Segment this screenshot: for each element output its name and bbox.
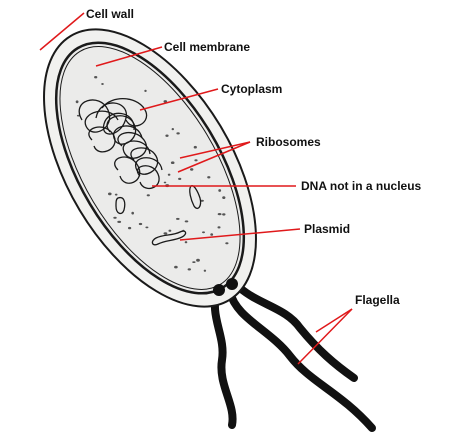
label-flagella: Flagella — [355, 293, 400, 307]
ribosome-dot-icon — [218, 189, 221, 192]
label-cell-membrane: Cell membrane — [164, 40, 250, 54]
ribosome-dot-icon — [128, 227, 131, 229]
ribosome-dot-icon — [164, 182, 167, 184]
label-cell-wall: Cell wall — [86, 7, 134, 21]
ribosome-dot-icon — [176, 218, 180, 220]
ribosome-dot-icon — [188, 268, 191, 270]
ribosome-dot-icon — [139, 223, 142, 225]
ribosome-dot-icon — [210, 233, 213, 236]
ribosome-dot-icon — [222, 213, 225, 215]
ribosome-dot-icon — [192, 261, 195, 263]
flagellum-1-icon — [215, 290, 233, 425]
ribosome-dot-icon — [115, 194, 118, 196]
label-plasmid: Plasmid — [304, 222, 350, 236]
ribosome-dot-icon — [207, 176, 210, 178]
ribosome-dot-icon — [101, 83, 104, 85]
ribosome-dot-icon — [196, 259, 200, 262]
ribosome-dot-icon — [108, 193, 112, 196]
ribosome-dot-icon — [204, 270, 206, 272]
ribosome-dot-icon — [131, 212, 134, 215]
ribosome-dot-icon — [222, 196, 225, 199]
ribosome-dot-icon — [168, 174, 171, 176]
ribosome-dot-icon — [169, 230, 172, 232]
ribosome-dot-icon — [225, 242, 228, 244]
ribosome-dot-icon — [218, 213, 222, 215]
ribosome-dot-icon — [174, 266, 178, 269]
ribosome-dot-icon — [218, 226, 221, 228]
ribosome-dot-icon — [147, 194, 150, 196]
label-cytoplasm: Cytoplasm — [221, 82, 282, 96]
ribosome-dot-icon — [202, 231, 205, 233]
ribosome-dot-icon — [178, 178, 181, 180]
flagella-group — [215, 288, 372, 428]
label-dna: DNA not in a nucleus — [301, 179, 422, 193]
ribosome-dot-icon — [194, 159, 197, 161]
ribosome-dot-icon — [176, 132, 179, 134]
ribosome-dot-icon — [194, 146, 197, 149]
ribosome-dot-icon — [113, 217, 116, 219]
ribosome-dot-icon — [185, 220, 189, 222]
ribosome-dot-icon — [76, 100, 79, 103]
plasmid-icon — [116, 198, 125, 214]
ribosome-dot-icon — [171, 161, 175, 164]
ribosome-dot-icon — [117, 221, 121, 223]
ribosome-dot-icon — [165, 135, 168, 137]
ribosome-dot-icon — [144, 90, 146, 92]
ribosome-dot-icon — [185, 241, 188, 243]
ribosome-dot-icon — [94, 76, 97, 78]
label-ribosomes: Ribosomes — [256, 135, 321, 149]
ribosome-dot-icon — [145, 227, 148, 229]
leader-flagella-1 — [316, 309, 352, 332]
ribosome-dot-icon — [190, 168, 193, 171]
ribosome-dot-icon — [164, 232, 168, 234]
ribosome-dot-icon — [172, 128, 174, 130]
